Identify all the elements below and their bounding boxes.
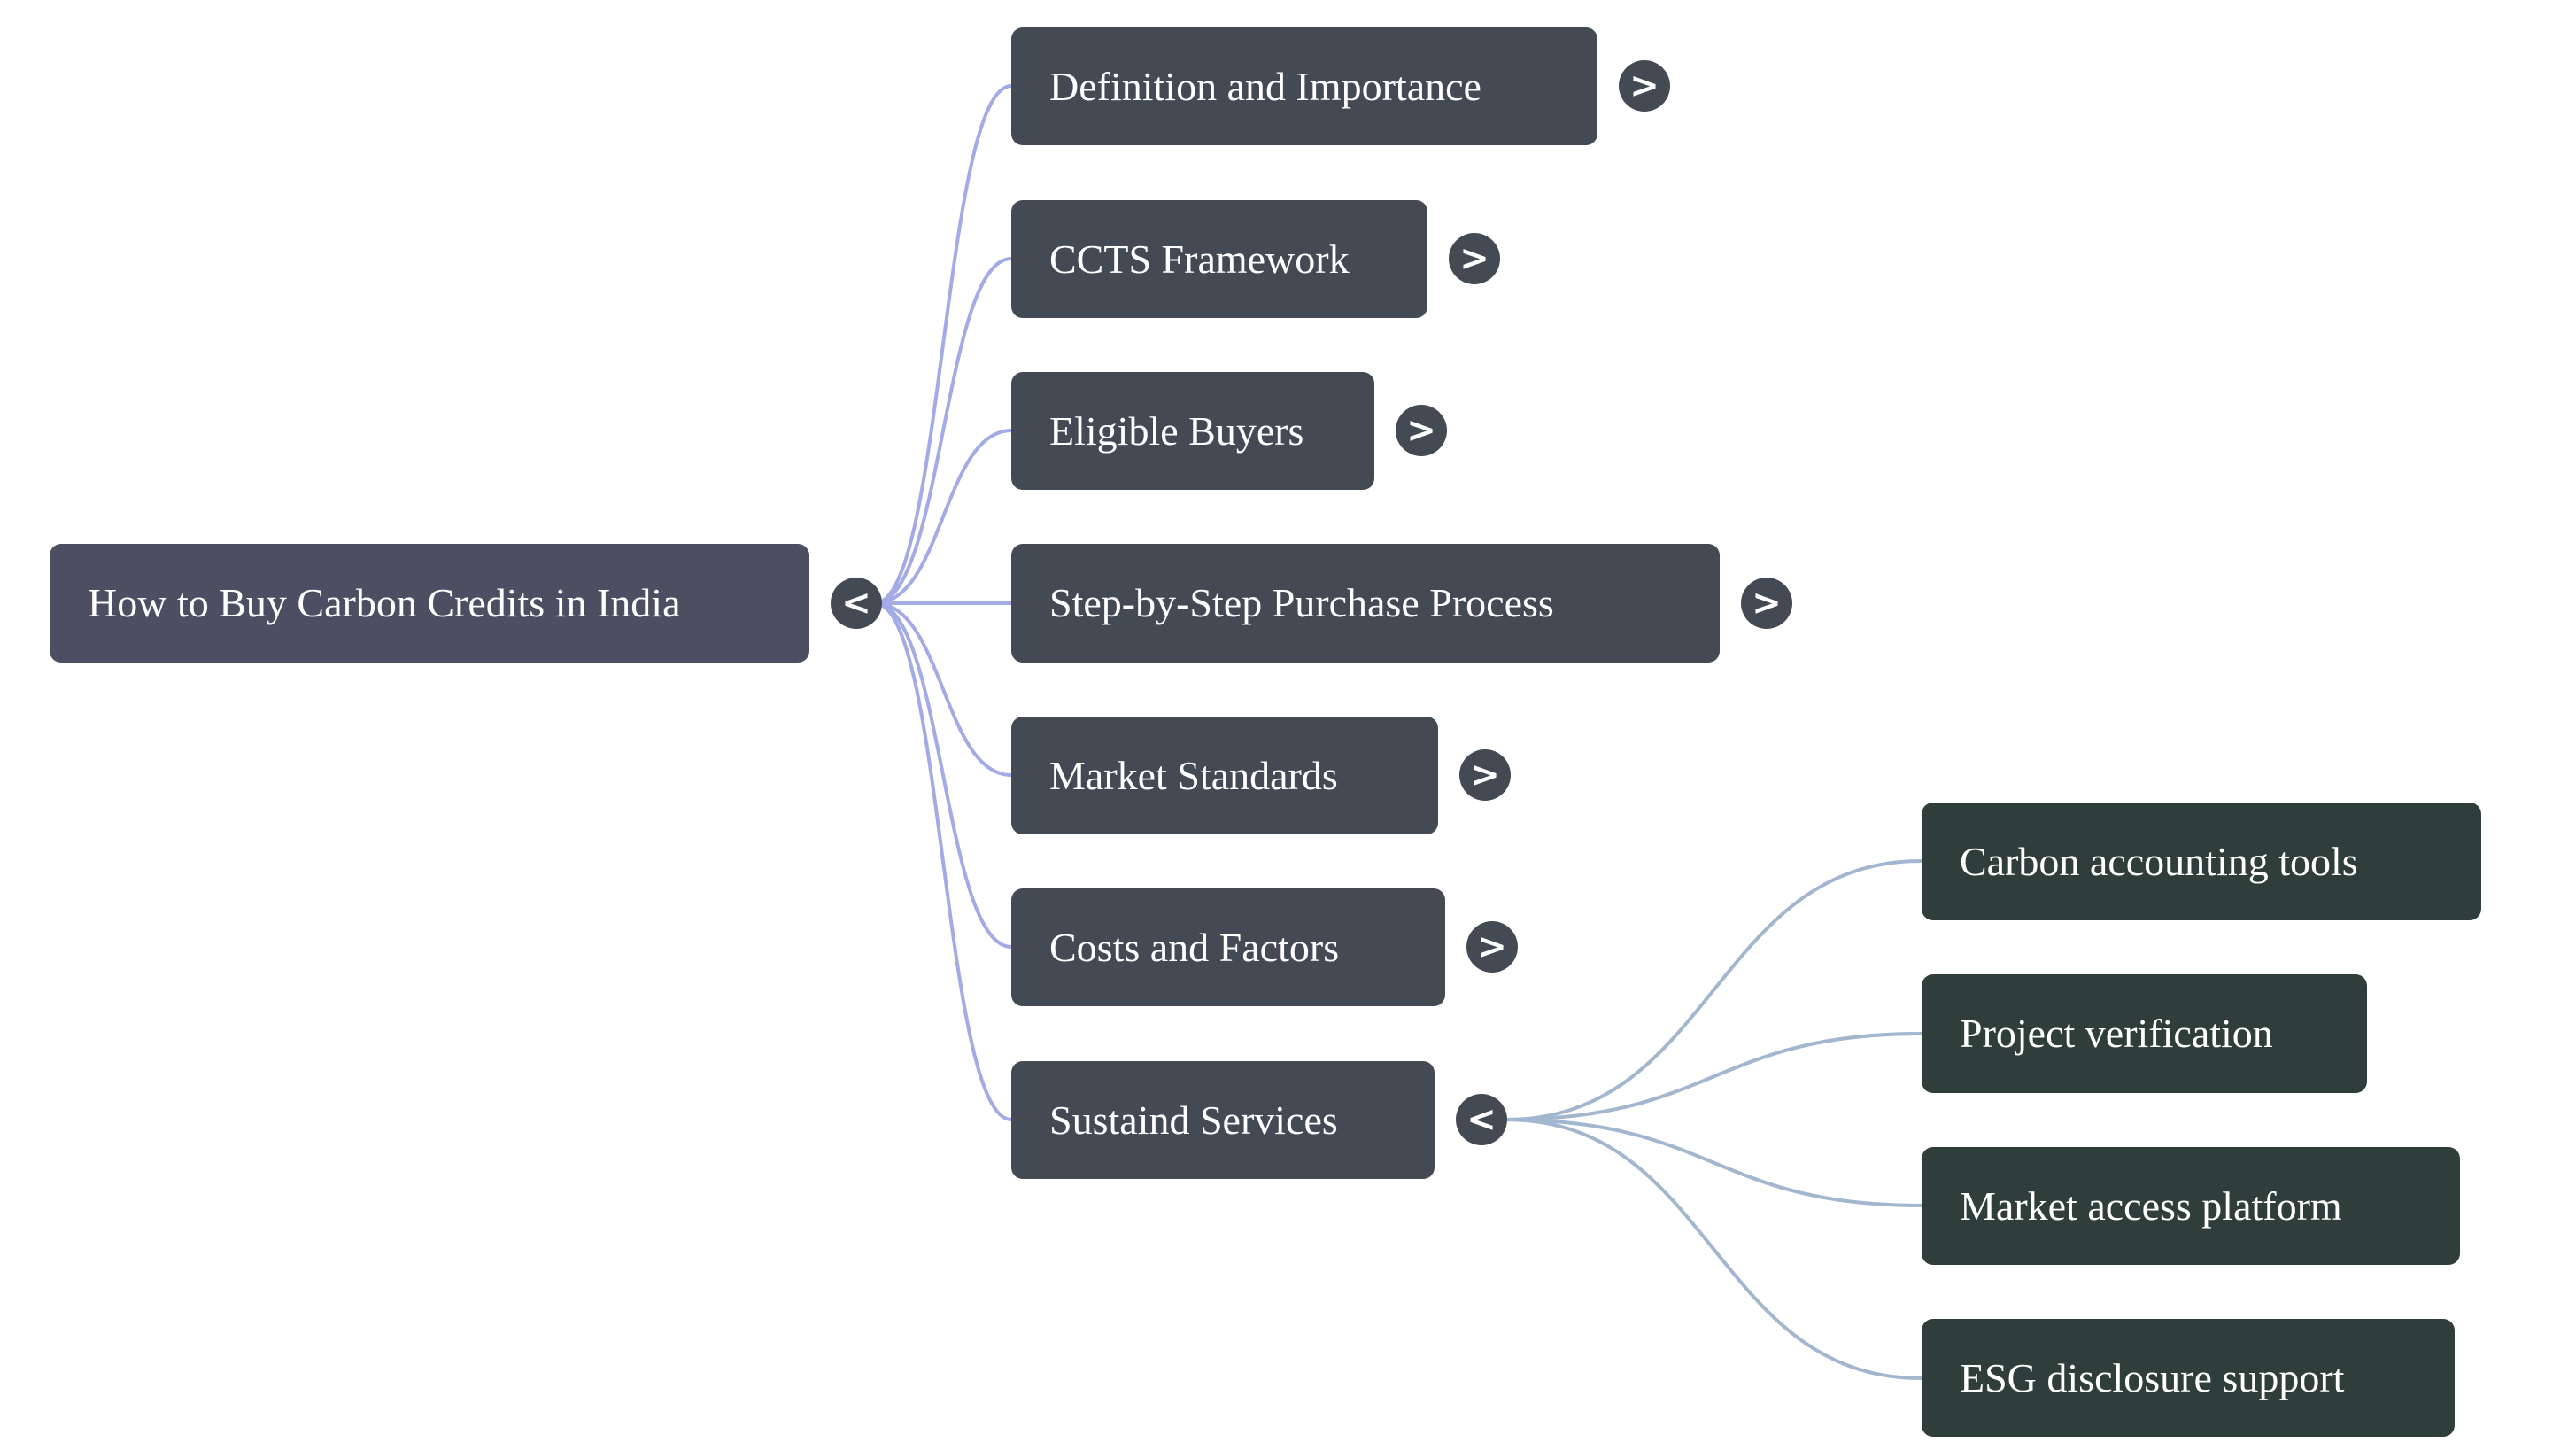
root-connector-6 xyxy=(874,601,1012,1121)
leaf-label: Market access platform xyxy=(1960,1182,2342,1229)
leaf-connector-0 xyxy=(1505,859,1922,1121)
branch-label: Sustaind Services xyxy=(1049,1097,1338,1143)
leaf-esg-disclosure-support[interactable]: ESG disclosure support xyxy=(1922,1319,2455,1437)
expand-toggle-ccts-framework[interactable]: > xyxy=(1449,233,1500,284)
leaf-connector-3 xyxy=(1505,1118,1922,1380)
root-connector-0 xyxy=(874,84,1012,605)
branch-sustaind-services[interactable]: Sustaind Services xyxy=(1011,1061,1435,1179)
branch-label: Market Standards xyxy=(1049,752,1338,798)
leaf-label: Carbon accounting tools xyxy=(1960,838,2358,884)
branch-label: Eligible Buyers xyxy=(1049,407,1304,454)
leaf-market-access-platform[interactable]: Market access platform xyxy=(1922,1147,2460,1265)
branch-label: Costs and Factors xyxy=(1049,924,1340,970)
root-node-label: How to Buy Carbon Credits in India xyxy=(88,580,681,625)
root-connector-5 xyxy=(874,601,1012,949)
root-connector-1 xyxy=(874,257,1012,605)
expand-toggle-market-standards[interactable]: > xyxy=(1459,749,1511,801)
expand-toggle-costs-and-factors[interactable]: > xyxy=(1466,921,1518,973)
expand-toggle-definition-and-importance[interactable]: > xyxy=(1619,60,1670,112)
leaf-connector-2 xyxy=(1505,1118,1922,1207)
branch-costs-and-factors[interactable]: Costs and Factors xyxy=(1011,888,1445,1006)
branch-label: CCTS Framework xyxy=(1049,236,1350,282)
expand-toggle-eligible-buyers[interactable]: > xyxy=(1396,405,1447,456)
leaf-label: ESG disclosure support xyxy=(1960,1354,2345,1400)
branch-definition-and-importance[interactable]: Definition and Importance xyxy=(1011,27,1597,145)
branch-ccts-framework[interactable]: CCTS Framework xyxy=(1011,200,1427,318)
root-collapse-toggle[interactable]: < xyxy=(831,578,882,629)
collapse-toggle-sustaind-services[interactable]: < xyxy=(1456,1094,1507,1145)
leaf-connector-1 xyxy=(1505,1032,1922,1121)
root-connector-2 xyxy=(874,429,1012,605)
branch-step-by-step-purchase-process[interactable]: Step-by-Step Purchase Process xyxy=(1011,544,1720,663)
branch-eligible-buyers[interactable]: Eligible Buyers xyxy=(1011,372,1374,490)
leaf-carbon-accounting-tools[interactable]: Carbon accounting tools xyxy=(1922,803,2481,920)
branch-market-standards[interactable]: Market Standards xyxy=(1011,717,1438,834)
root-connector-4 xyxy=(874,601,1012,777)
branch-label: Definition and Importance xyxy=(1049,63,1481,109)
root-node[interactable]: How to Buy Carbon Credits in India xyxy=(50,544,809,663)
leaf-project-verification[interactable]: Project verification xyxy=(1922,974,2367,1093)
branch-label: Step-by-Step Purchase Process xyxy=(1049,580,1554,625)
leaf-label: Project verification xyxy=(1960,1011,2273,1056)
expand-toggle-step-by-step-purchase-process[interactable]: > xyxy=(1741,578,1792,629)
